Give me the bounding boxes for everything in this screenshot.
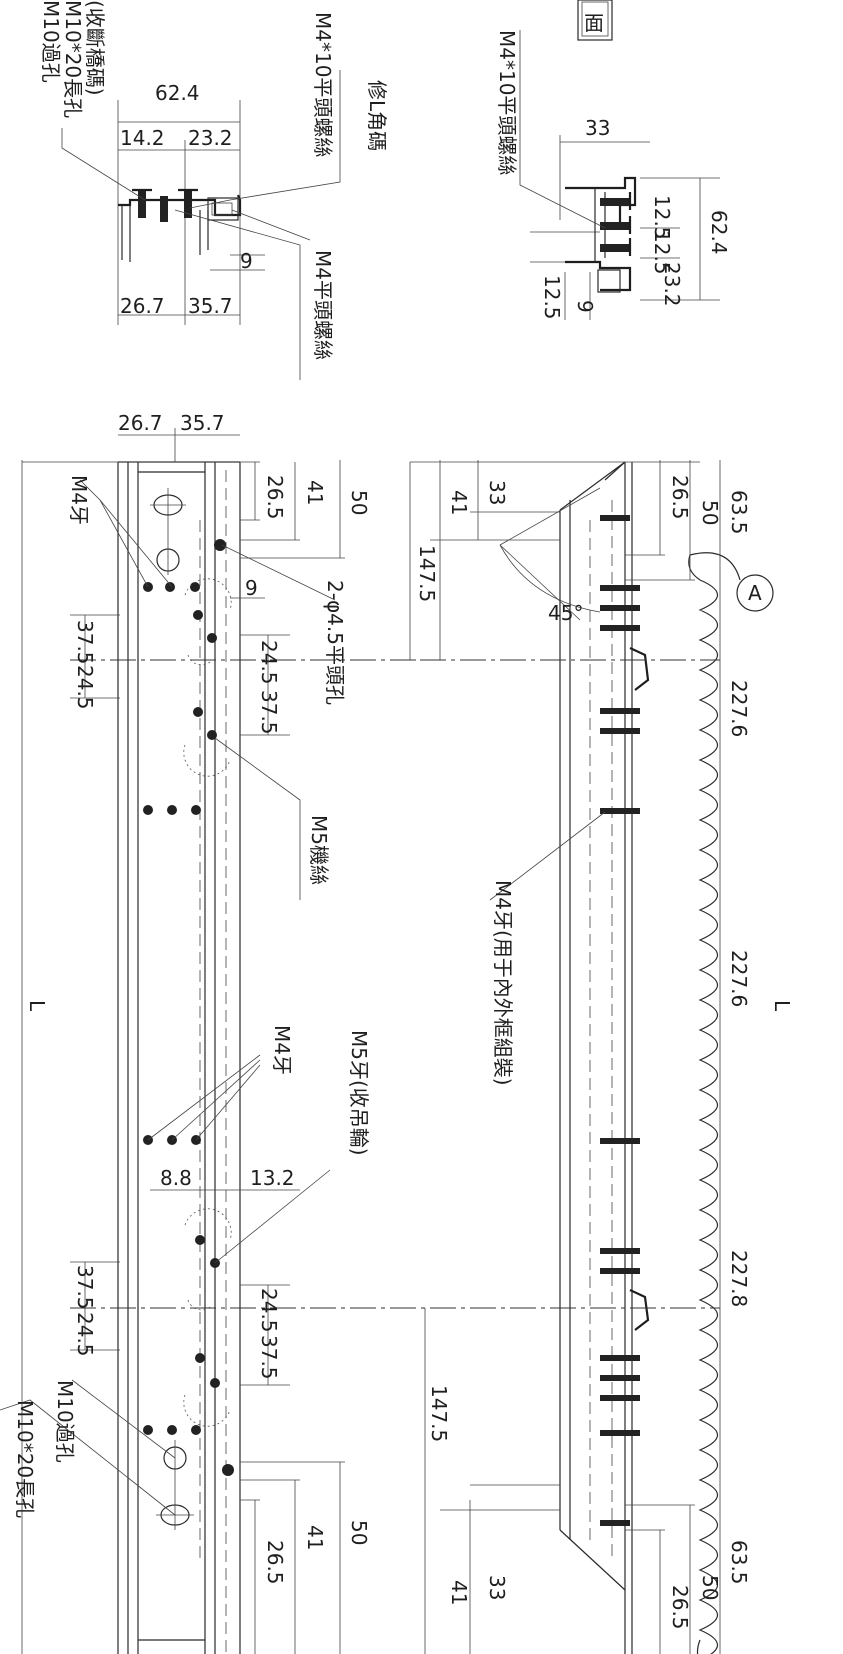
dim-24-5d: 24.5 (257, 1288, 281, 1333)
dim-50-bot-left: 50 (347, 1520, 371, 1545)
dim-14-2: 14.2 (120, 126, 165, 150)
dim-26-7-left: 26.7 (118, 411, 163, 435)
top-right-texts: 面 M4*10平頭螺絲 33 62.4 12.5 12.5 23.2 12.5 … (495, 11, 731, 320)
dim-9-right: 9 (573, 300, 597, 313)
length-L-right: L (770, 1000, 794, 1012)
dim-24-5b: 24.5 (257, 640, 281, 685)
section-detail-left (61, 70, 341, 380)
dim-227-6a: 227.6 (727, 680, 751, 737)
label-m5-thread-pulley: M5牙(收吊輪) (347, 1030, 371, 1156)
dim-62-4-right: 62.4 (707, 210, 731, 255)
dim-227-8: 227.8 (727, 1250, 751, 1307)
label-m5-screw: M5機絲 (307, 815, 331, 885)
dim-50-top-right: 50 (698, 500, 722, 525)
dim-13-2: 13.2 (250, 1166, 295, 1190)
right-long-profile (409, 460, 774, 1654)
label-m10-slot-bottom: M10*20長孔 (13, 1400, 37, 1518)
dim-35-7-top: 35.7 (188, 294, 233, 318)
dim-63-5-top: 63.5 (727, 490, 751, 535)
dim-35-7-left: 35.7 (180, 411, 225, 435)
label-m10-slot-top: M10*20長孔 (61, 0, 85, 118)
label-m4-flat-screw: M4平頭螺絲 (311, 250, 335, 360)
dim-62-4-top: 62.4 (155, 81, 200, 105)
dim-8-8: 8.8 (160, 1166, 192, 1190)
dim-12-5a: 12.5 (650, 195, 674, 240)
label-m4-thread-a: M4牙 (67, 475, 91, 525)
dim-24-5c: 24.5 (73, 1312, 97, 1357)
detail-a-label: A (748, 581, 762, 605)
dim-12-5-second: 12.5 (650, 230, 674, 275)
dim-63-5-bot: 63.5 (727, 1540, 751, 1585)
label-hole-2-45: 2-φ4.5平頭孔 (323, 580, 347, 705)
label-m4-10-flat-right: M4*10平頭螺絲 (495, 30, 519, 175)
dim-41-top-left: 41 (303, 480, 327, 505)
label-m4-10-flat-left: M4*10平頭螺絲 (311, 12, 335, 157)
label-m4-thread-b: M4牙 (270, 1025, 294, 1075)
top-left-dimension-texts: 62.4 14.2 23.2 9 26.7 35.7 (120, 81, 253, 318)
dim-33-bot-right: 33 (485, 1575, 509, 1600)
label-m10-through-top: M10過孔 (39, 0, 63, 83)
length-L-left: L (25, 1000, 49, 1012)
dim-9-left: 9 (245, 576, 258, 600)
dim-41-top-right: 41 (447, 490, 471, 515)
dim-50-bot-right: 50 (698, 1575, 722, 1600)
top-left-labels: (收斷橋碼) M10*20長孔 M10過孔 M4*10平頭螺絲 修L角碼 M4平… (39, 0, 389, 360)
dim-33-top-right-2: 33 (485, 480, 509, 505)
section-detail-right (519, 0, 720, 320)
dim-26-5-top-left: 26.5 (263, 475, 287, 520)
dim-147-5-bot: 147.5 (427, 1385, 451, 1442)
dim-9-top: 9 (240, 249, 253, 273)
dim-147-5-top: 147.5 (415, 545, 439, 602)
label-m4-thread-inner-outer: M4牙(用于內外框組裝) (491, 880, 515, 1086)
dim-26-5-bot-right: 26.5 (668, 1585, 692, 1630)
dim-37-5b: 37.5 (257, 690, 281, 735)
label-m10-through-bottom: M10過孔 (53, 1380, 77, 1463)
right-profile-texts: 63.5 50 26.5 33 41 147.5 45° A 227.6 227… (415, 475, 794, 1630)
dim-41-bot-right: 41 (447, 1580, 471, 1605)
dim-26-5-top-right: 26.5 (668, 475, 692, 520)
dim-23-2-right: 23.2 (660, 262, 684, 307)
dim-26-7-top: 26.7 (120, 294, 165, 318)
right-screws (600, 515, 640, 1526)
dim-37-5d: 37.5 (257, 1335, 281, 1380)
section-mark: 面 (584, 11, 604, 35)
dim-37-5a: 37.5 (73, 620, 97, 665)
angle-45: 45° (548, 601, 583, 625)
dim-41-bot-left: 41 (303, 1525, 327, 1550)
left-profile-texts: 26.7 35.7 50 41 26.5 9 37.5 24.5 24.5 37… (13, 411, 371, 1585)
dim-37-5c: 37.5 (73, 1265, 97, 1310)
dim-26-5-bot-left: 26.5 (263, 1540, 287, 1585)
label-cut-bridge: (收斷橋碼) (83, 0, 107, 96)
dim-12-5b: 12.5 (540, 275, 564, 320)
dim-24-5a: 24.5 (73, 665, 97, 710)
dim-227-6b: 227.6 (727, 950, 751, 1007)
label-repair-l-corner: 修L角碼 (365, 80, 389, 151)
left-long-profile (0, 428, 430, 1654)
dim-23-2: 23.2 (188, 126, 233, 150)
dim-50-top-left: 50 (347, 490, 371, 515)
dim-33-top-right: 33 (585, 116, 610, 140)
